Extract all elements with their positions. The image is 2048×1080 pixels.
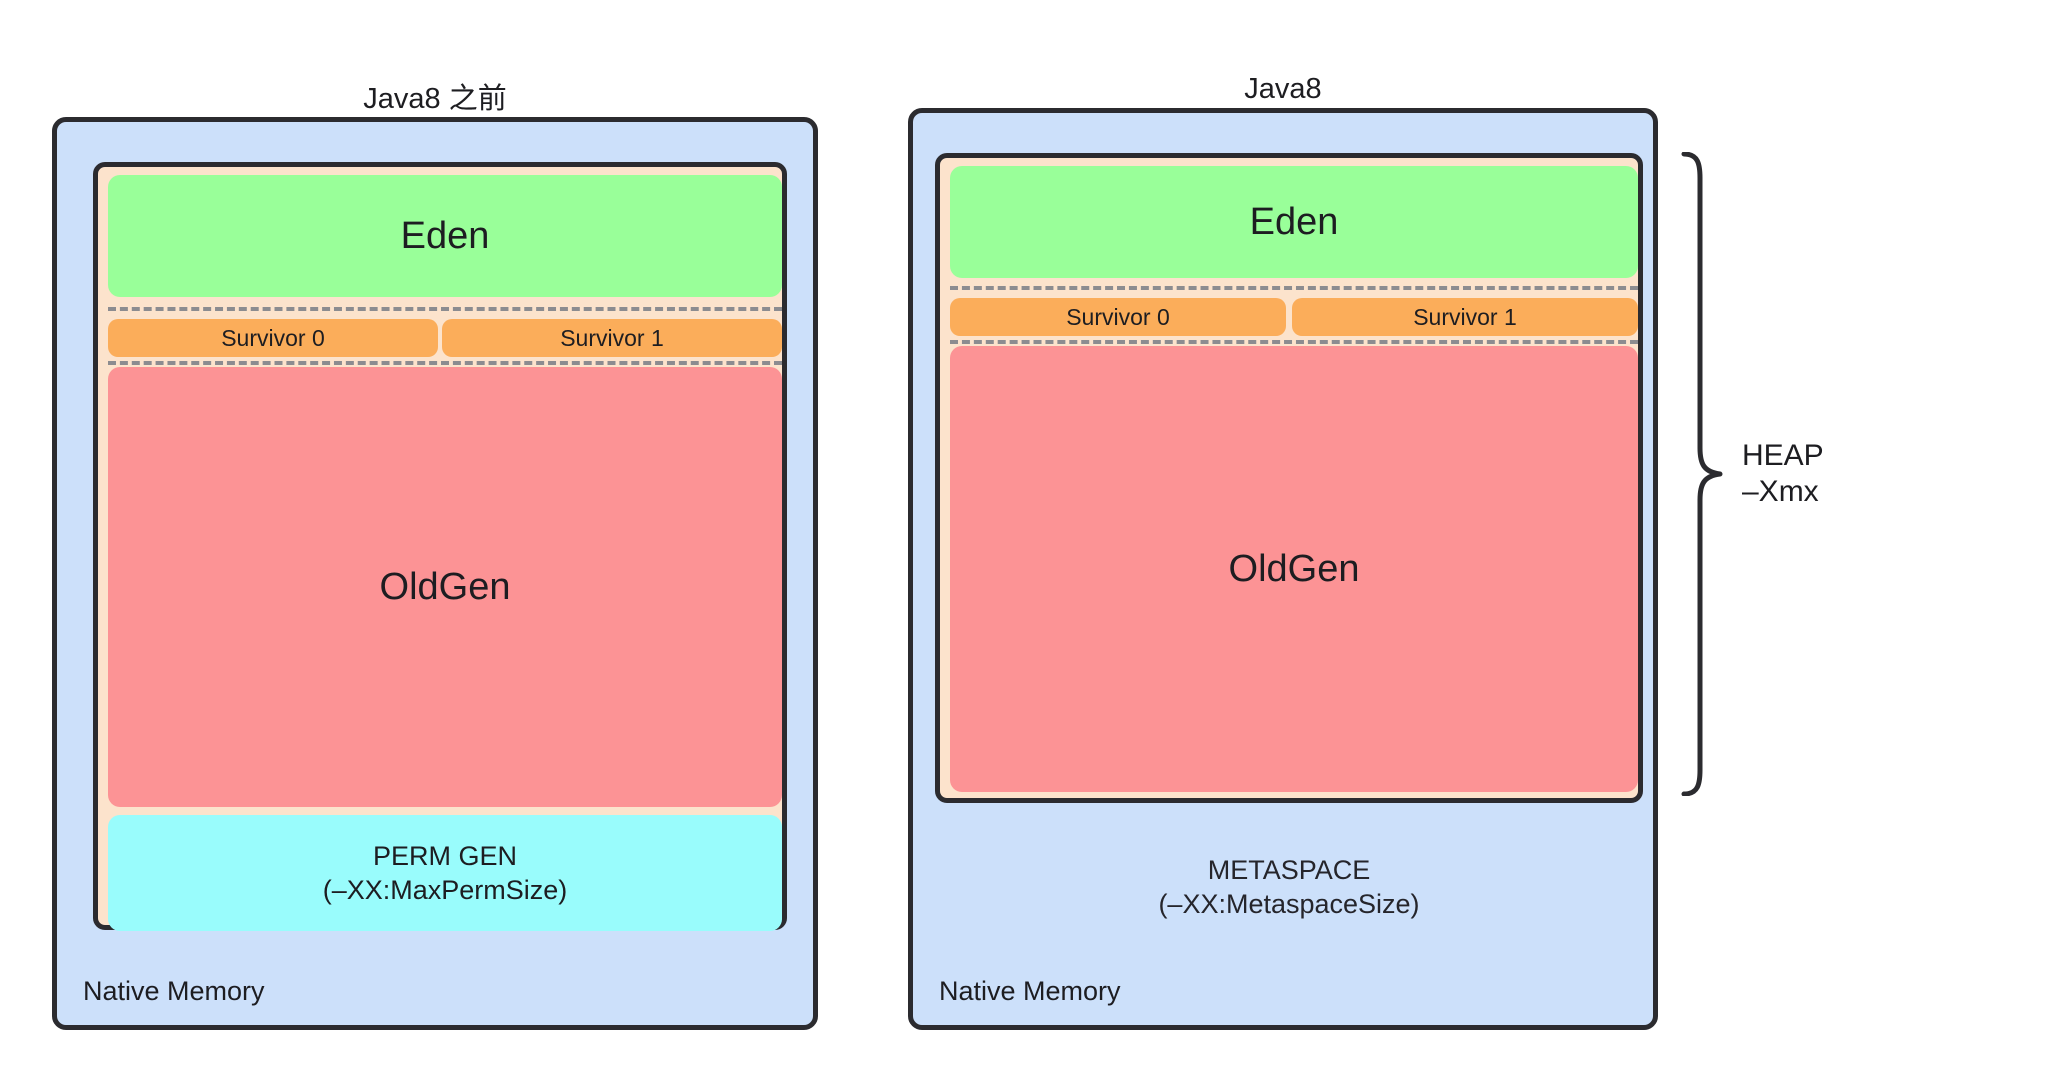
oldgen-label: OldGen: [1228, 548, 1360, 590]
survivor1-label: Survivor 1: [1413, 304, 1517, 330]
heap-brace-icon: [1680, 152, 1726, 796]
survivor0-block-pre-java8: Survivor 0: [108, 319, 438, 357]
survivor1-block-java8: Survivor 1: [1292, 298, 1638, 336]
oldgen-label: OldGen: [379, 566, 511, 608]
heap-container-pre-java8: Eden Survivor 0 Survivor 1 OldGen PERM G…: [93, 162, 787, 931]
native-memory-label-pre-java8: Native Memory: [83, 976, 265, 1006]
survivor1-label: Survivor 1: [560, 325, 664, 351]
permgen-block-pre-java8: PERM GEN (–XX:MaxPermSize): [108, 815, 782, 931]
eden-block-java8: Eden: [950, 166, 1638, 278]
dashed-separator-eden-survivor: [108, 307, 782, 311]
heap-label: HEAP: [1742, 439, 1824, 472]
native-memory-panel-pre-java8: Eden Survivor 0 Survivor 1 OldGen PERM G…: [52, 117, 818, 1030]
native-memory-panel-java8: Eden Survivor 0 Survivor 1 OldGen METASP…: [908, 108, 1658, 1030]
permgen-flag-label: (–XX:MaxPermSize): [322, 875, 568, 905]
heap-xmx-flag-label: –Xmx: [1742, 475, 1819, 508]
survivor0-block-java8: Survivor 0: [950, 298, 1286, 336]
eden-label: Eden: [400, 215, 490, 257]
survivor0-label: Survivor 0: [1066, 304, 1170, 330]
dashed-separator-eden-survivor: [950, 286, 1638, 290]
panel-title-java8: Java8: [1244, 73, 1322, 105]
permgen-label: PERM GEN: [372, 841, 518, 871]
metaspace-flag-label: (–XX:MetaspaceSize): [1158, 889, 1420, 919]
panel-title-pre-java8: Java8 之前: [363, 83, 507, 115]
dashed-separator-survivor-oldgen: [108, 361, 782, 365]
heap-annotation: HEAP –Xmx: [1742, 438, 1982, 510]
native-memory-label-java8: Native Memory: [939, 976, 1121, 1006]
metaspace-label: METASPACE: [1207, 855, 1371, 885]
eden-block-pre-java8: Eden: [108, 175, 782, 297]
heap-container-java8: Eden Survivor 0 Survivor 1 OldGen: [935, 153, 1643, 803]
oldgen-block-pre-java8: OldGen: [108, 367, 782, 807]
survivor0-label: Survivor 0: [221, 325, 325, 351]
dashed-separator-survivor-oldgen: [950, 340, 1638, 344]
oldgen-block-java8: OldGen: [950, 346, 1638, 792]
metaspace-region: METASPACE (–XX:MetaspaceSize): [935, 853, 1643, 921]
eden-label: Eden: [1249, 201, 1339, 243]
survivor1-block-pre-java8: Survivor 1: [442, 319, 782, 357]
